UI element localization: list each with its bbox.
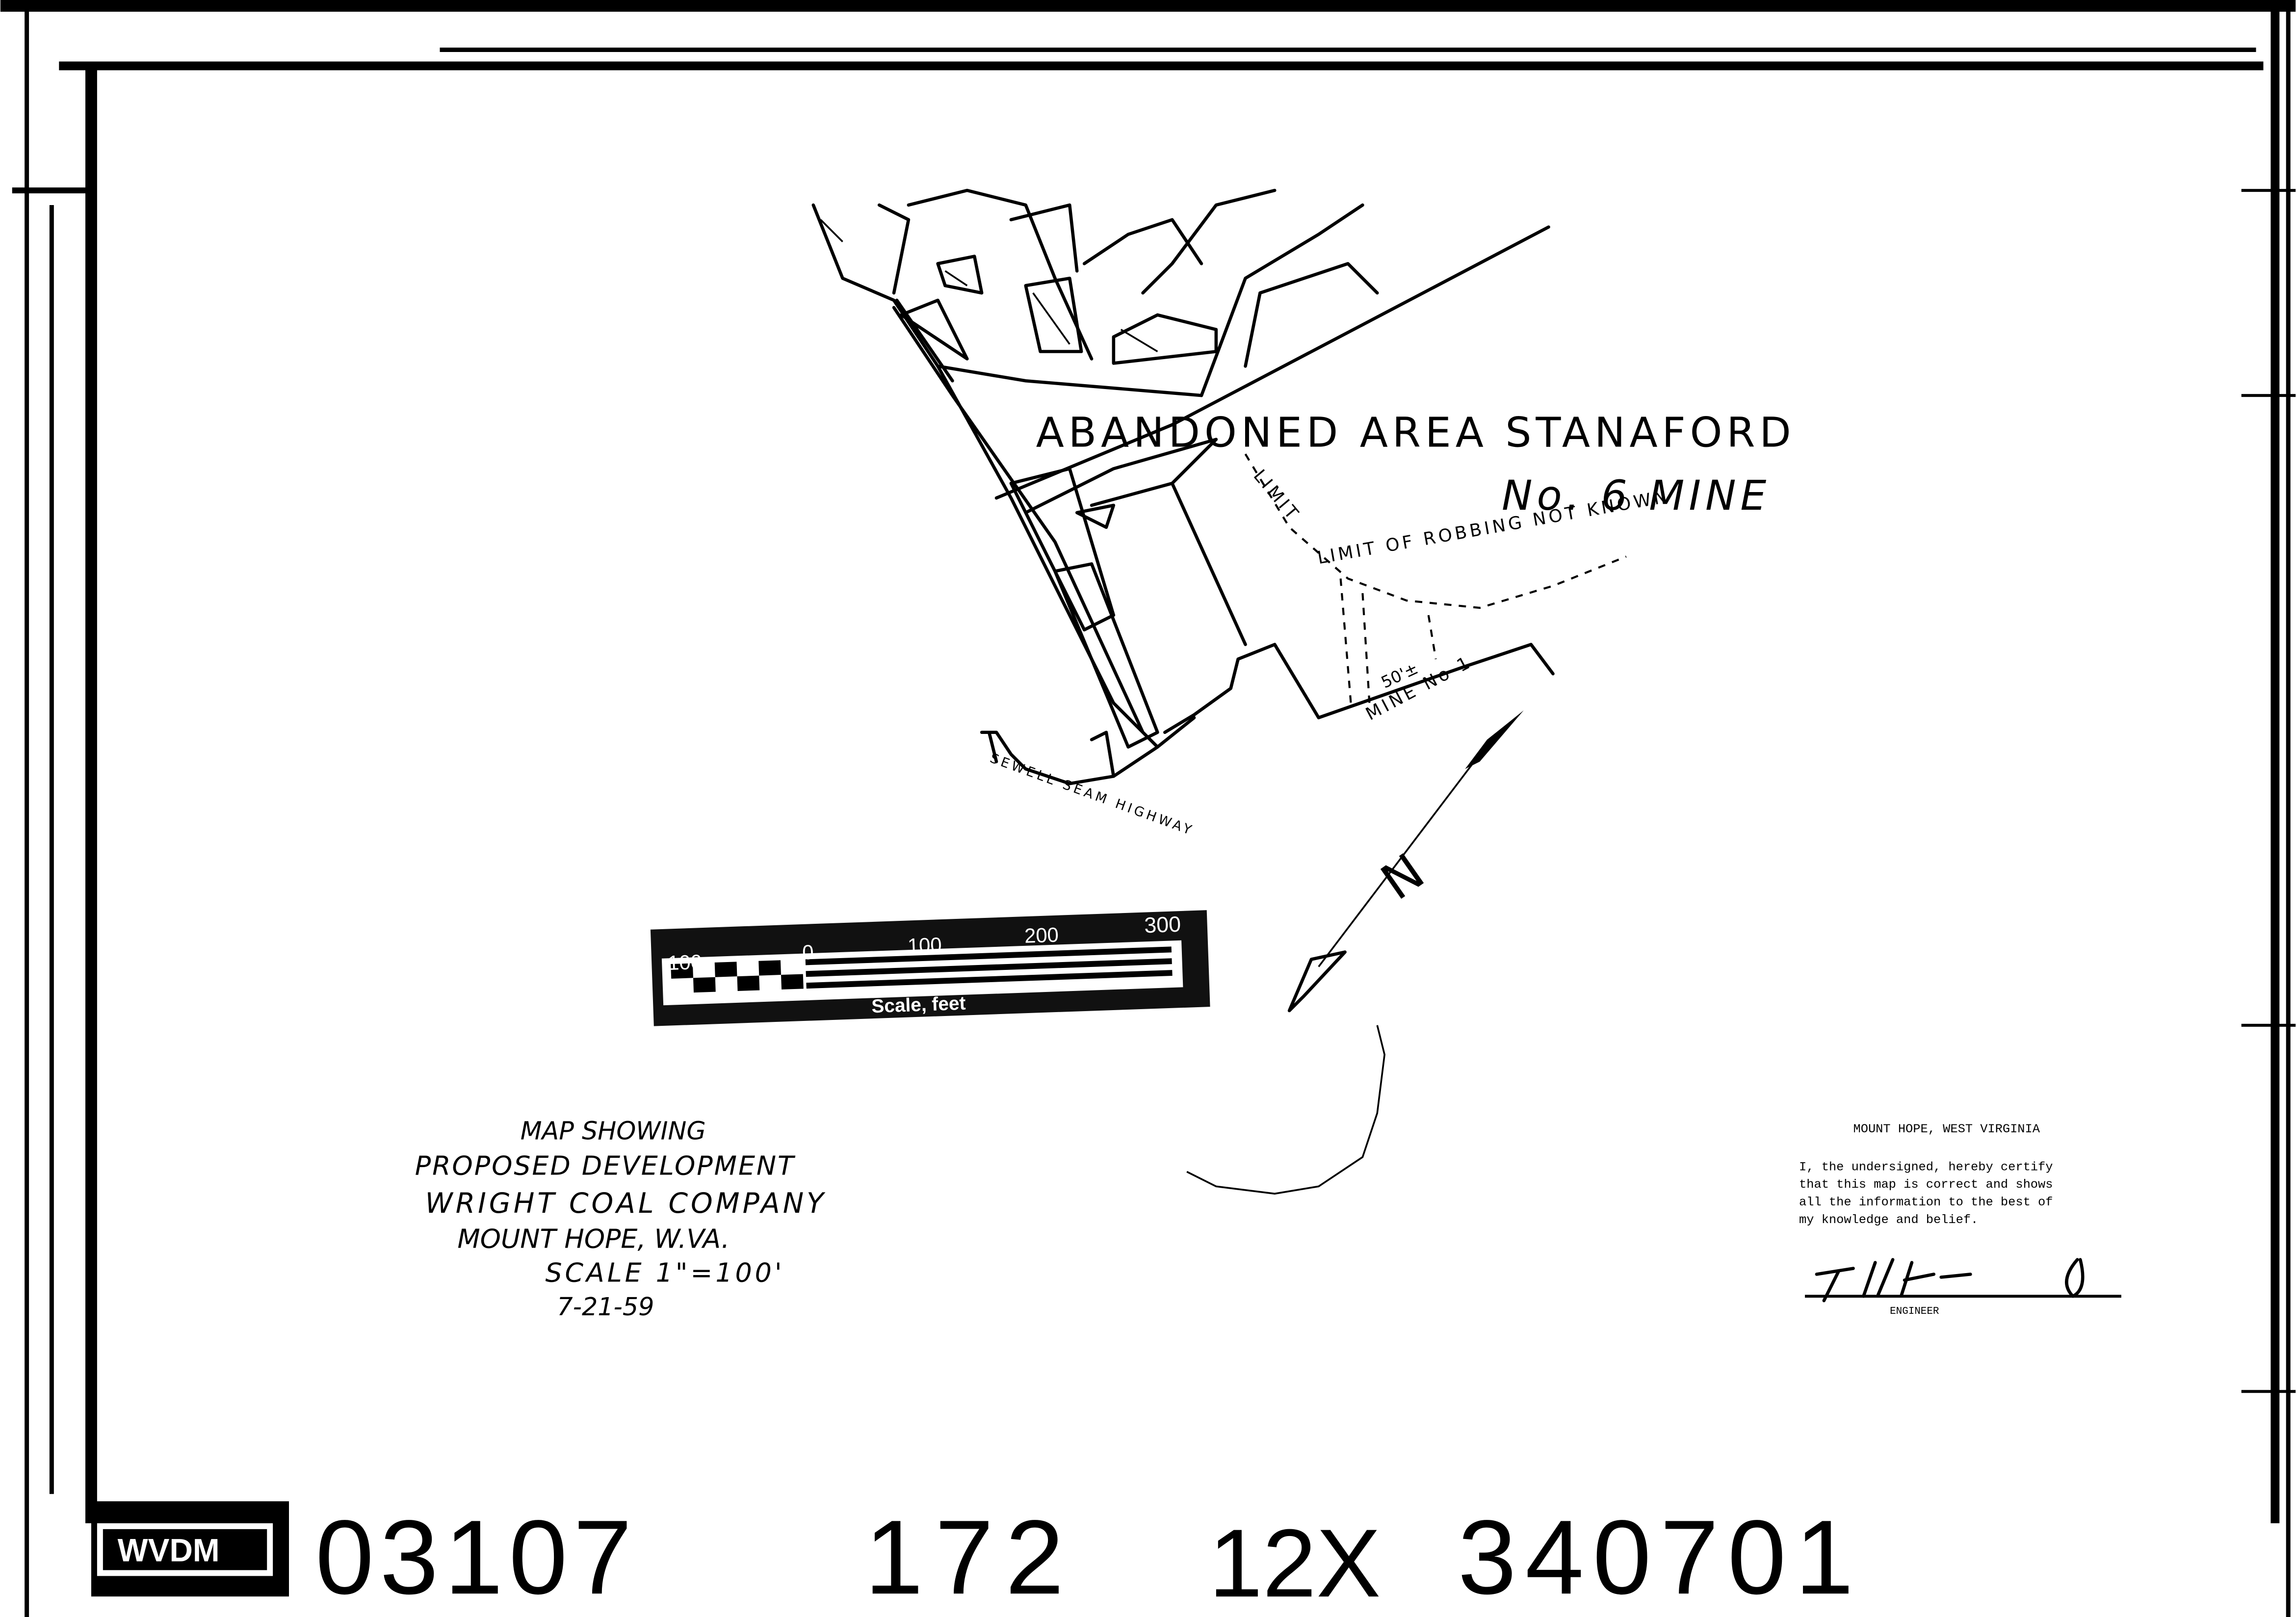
cert-line-2: that this map is correct and shows [1799,1177,2053,1192]
stamp-number-2: 172 [864,1498,1075,1616]
title-line-5: SCALE 1"=100' [545,1257,784,1288]
limit-label-start: LIMIT [1250,466,1304,525]
certification-block: MOUNT HOPE, WEST VIRGINIA I, the undersi… [1799,1122,2121,1317]
archive-stamp: WVDM 03107 172 12X 340701 [91,1498,1862,1617]
cert-signer-title: ENGINEER [1890,1306,1939,1317]
cert-line-3: all the information to the best of [1799,1195,2053,1209]
scale-bar: 100 0 100 200 300 Scale, feet [650,910,1210,1026]
cert-line-1: I, the undersigned, hereby certify [1799,1160,2053,1174]
title-line-1: MAP SHOWING [521,1117,706,1146]
mine-no-1-label: MINE No 1 [1362,652,1475,724]
highway-label: SEWELL SEAM HIGHWAY [988,751,1197,839]
scale-tick-5: 300 [1144,912,1181,938]
title-line-6: 7-21-59 [557,1292,654,1321]
north-arrow: N [1287,710,1524,1013]
title-block: MAP SHOWING PROPOSED DEVELOPMENT WRIGHT … [415,1117,827,1321]
scale-tick-3: 100 [907,933,942,957]
stamp-number-1: 03107 [315,1498,638,1616]
cert-line-4: my knowledge and belief. [1799,1213,1978,1227]
map-linework: N [811,188,1627,1195]
title-line-3: WRIGHT COAL COMPANY [425,1187,827,1220]
stamp-number-4: 340701 [1458,1498,1862,1616]
stamp-number-3: 12X [1209,1509,1381,1617]
signature [1815,1258,2085,1303]
mine-number-label: No. 6 MINE [1502,471,1771,520]
title-line-2: PROPOSED DEVELOPMENT [415,1150,796,1181]
cert-location: MOUNT HOPE, WEST VIRGINIA [1853,1122,2040,1136]
scale-tick-2: 0 [802,940,814,964]
scale-tick-4: 200 [1024,923,1059,947]
abandoned-area-label: ABANDONED AREA STANAFORD [1036,409,1796,457]
title-line-4: MOUNT HOPE, W.VA. [457,1224,730,1254]
stamp-badge: WVDM [118,1533,220,1568]
scale-caption: Scale, feet [871,993,966,1017]
north-label: N [1371,842,1435,911]
scale-tick-1: 100 [667,950,702,974]
limit-of-robbing-label: LIMIT OF ROBBING NOT KNOWN [1316,486,1671,568]
